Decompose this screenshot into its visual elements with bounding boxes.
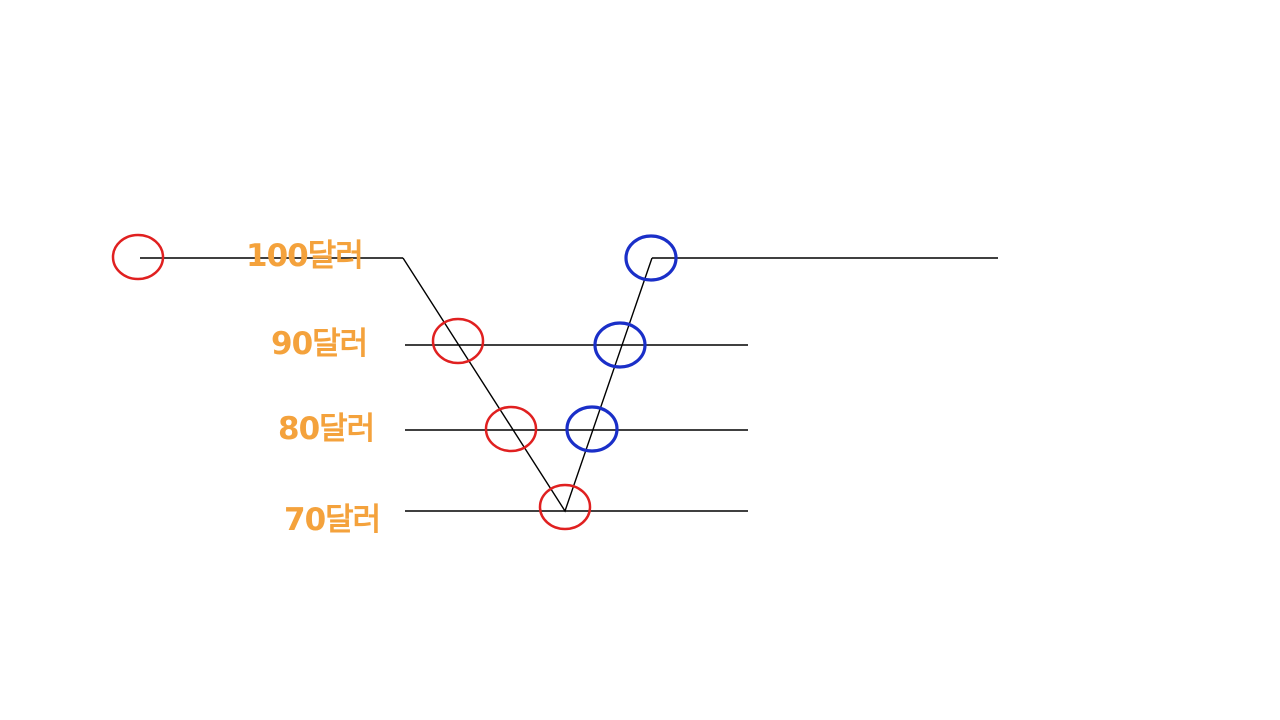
blue-marker-100 [624,234,678,282]
blue-marker-90 [593,321,647,369]
level-label-80: 80달러 [278,411,375,447]
level-label-90: 90달러 [271,326,368,362]
red-marker-70 [538,483,592,531]
blue-marker-80 [565,405,619,453]
red-marker-80 [484,405,538,453]
level-label-70: 70달러 [284,502,381,538]
price-path [402,257,653,513]
red-marker-90 [431,317,485,365]
level-label-100: 100달러 [246,238,364,274]
red-marker-start [111,233,165,281]
